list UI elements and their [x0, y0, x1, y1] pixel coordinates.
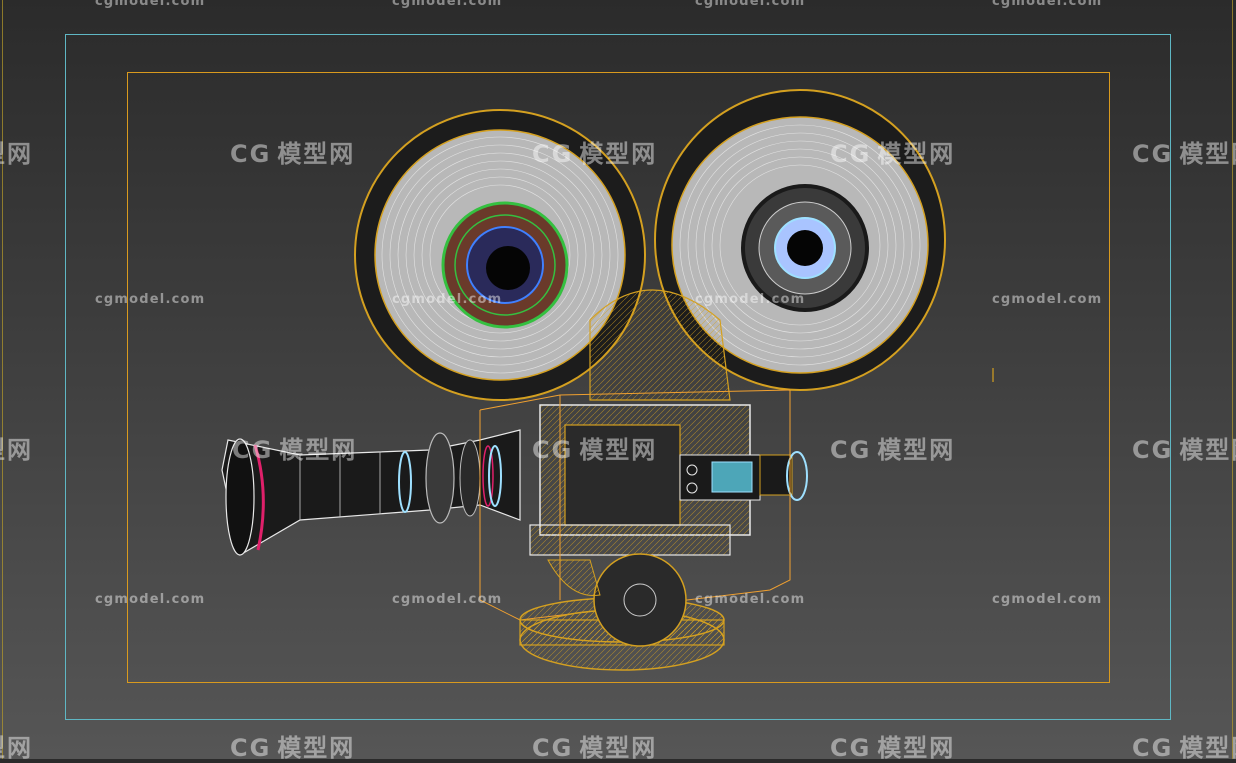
tripod-head[interactable]: [519, 553, 725, 671]
left-film-reel[interactable]: [354, 109, 646, 401]
safe-frame-outer: [65, 34, 1171, 720]
camera-lens[interactable]: [221, 429, 521, 556]
reel-neck: [589, 289, 731, 401]
side-crank[interactable]: [759, 451, 808, 501]
viewport-border-left: [2, 0, 3, 759]
camera-body[interactable]: [529, 404, 761, 556]
viewport-border-right: [1232, 0, 1233, 759]
right-film-reel[interactable]: [654, 89, 946, 391]
safe-frame-inner: [127, 72, 1110, 683]
